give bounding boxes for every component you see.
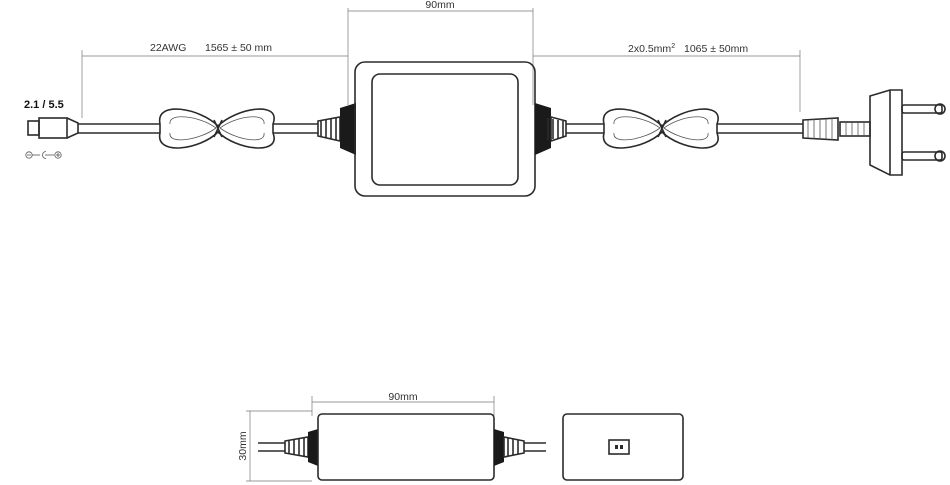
- dc-strain-relief: [317, 103, 356, 155]
- side-height-label: 30mm: [237, 431, 249, 460]
- side-width-label: 90mm: [388, 391, 417, 403]
- ac-cable-gauge-label: 2x0.5mm2: [628, 43, 675, 55]
- dc-cable: [78, 108, 318, 149]
- dc-cable-gauge-label: 22AWG: [150, 42, 186, 54]
- ac-cable: [566, 108, 803, 149]
- top-dimension-lines: [81, 8, 801, 118]
- ac-euro-plug: [802, 89, 946, 176]
- dc-plug-size-label: 2.1 / 5.5: [24, 99, 64, 111]
- dc-barrel-plug: [27, 117, 79, 139]
- adapter-body-top: [354, 61, 536, 197]
- ac-strain-relief: [535, 103, 567, 155]
- body-width-label: 90mm: [425, 0, 454, 11]
- adapter-body-side: [258, 413, 546, 481]
- ac-gauge-superscript: 2: [671, 43, 675, 50]
- ac-cable-length-label: 1065 ± 50mm: [684, 43, 748, 55]
- side-dimension-lines: [246, 396, 495, 482]
- ac-gauge-text: 2x0.5mm: [628, 43, 671, 55]
- adapter-body-end: [562, 413, 684, 481]
- dc-cable-length-label: 1565 ± 50 mm: [205, 42, 272, 54]
- polarity-icon: [25, 151, 62, 159]
